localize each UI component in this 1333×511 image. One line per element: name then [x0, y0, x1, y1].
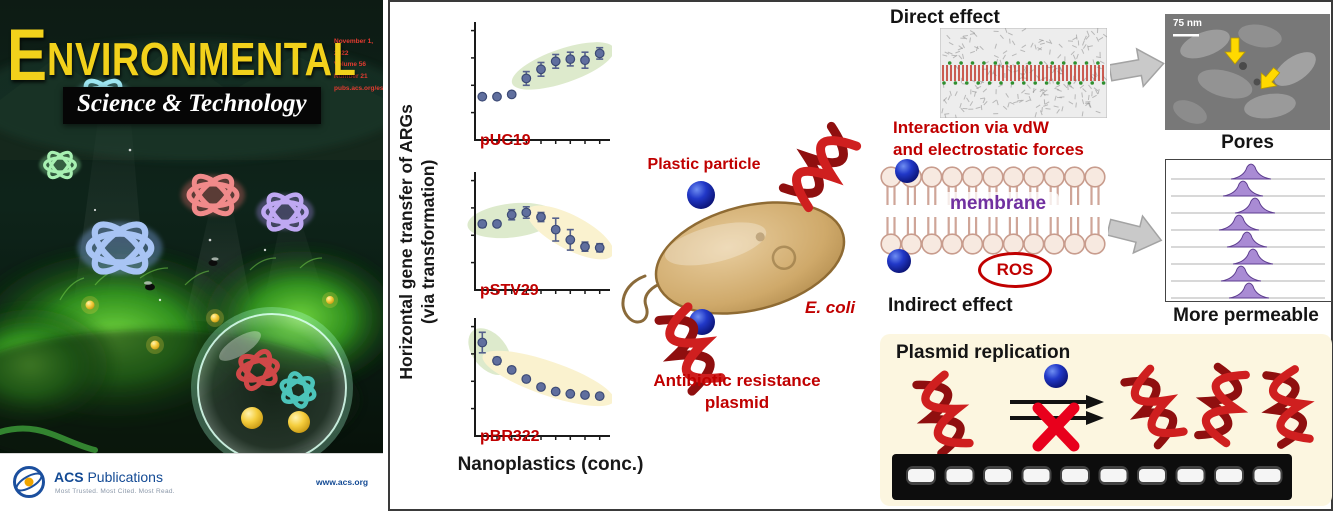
teal-plasmid — [279, 371, 317, 409]
plasmid-jellyfish-green — [39, 150, 81, 180]
plasmid-dna-icon — [770, 112, 870, 222]
gold-nanoparticle — [241, 407, 263, 429]
pores-caption: Pores — [1221, 132, 1274, 153]
publisher-name: ACS Publications — [54, 469, 163, 485]
pore — [1253, 78, 1261, 86]
sem-image — [1165, 14, 1330, 130]
direct-effect-title: Direct effect — [890, 7, 1000, 28]
plot-label-pSTV29: pSTV29 — [480, 282, 539, 299]
ros-label: ROS — [996, 260, 1034, 279]
journal-title-rest: NVIRONMENTAL — [47, 34, 357, 87]
plasmid-jellyfish-red — [181, 173, 245, 217]
gold-nanoparticle — [288, 411, 310, 433]
red-plasmid — [236, 348, 280, 392]
blocked-replication-graphic — [1010, 364, 1104, 452]
graphical-abstract-panel: Horizontal gene transfer of ARGs (via tr… — [388, 0, 1333, 511]
plasmid-jellyfish-purple — [256, 192, 314, 232]
publisher-word: Publications — [87, 469, 163, 485]
scatter-plot-canvas — [471, 22, 615, 144]
scatter-plot-pBR322: pBR322 — [447, 314, 615, 452]
flagellum — [621, 274, 667, 324]
scatter-plot-canvas — [467, 172, 614, 294]
plot-label-pBR322: pBR322 — [480, 428, 540, 445]
journal-title-initial: E — [7, 14, 48, 96]
arrow-right-icon — [1108, 214, 1163, 255]
scatter-plot-canvas — [468, 318, 615, 440]
plasmid-caption-line2: plasmid — [704, 393, 770, 413]
acs-website-link: www.acs.org — [316, 477, 369, 487]
nanoplastic-particle — [895, 159, 919, 183]
red-x-icon — [1032, 402, 1080, 452]
ecoli-label: E. coli — [805, 298, 856, 317]
sparkles — [93, 148, 267, 302]
journal-cover: November 1, 2022 Volume 56 Number 21 pub… — [0, 0, 383, 511]
cover-artwork — [0, 0, 383, 453]
scatter-plot-pUC19: pUC19 — [447, 18, 615, 156]
issue-url: pubs.acs.org/est — [334, 84, 383, 92]
plasmid-jellyfish-blue — [77, 221, 163, 275]
plasmid-caption: Antibiotic resistance plasmid — [628, 370, 846, 414]
y-axis-label: Horizontal gene transfer of ARGs (via tr… — [396, 16, 440, 468]
y-axis-label-line2: (via transformation) — [418, 159, 438, 325]
y-axis-label-line1: Horizontal gene transfer of ARGs — [396, 104, 417, 380]
publisher-tagline: Most Trusted. Most Cited. Most Read. — [55, 488, 175, 495]
issue-number: Number 21 — [334, 73, 368, 81]
membrane-label: membrane — [937, 192, 1059, 216]
issue-info: November 1, 2022 Volume 56 Number 21 pub… — [334, 36, 383, 94]
plastic-particle-label: Plastic particle — [647, 156, 761, 173]
indirect-effect-title: Indirect effect — [888, 295, 1013, 316]
more-permeable-caption: More permeable — [1173, 305, 1319, 326]
issue-date: November 1, 2022 — [334, 38, 374, 57]
insect-silhouettes — [144, 257, 219, 291]
bubble-inset — [191, 307, 353, 453]
scale-bar — [1173, 34, 1199, 37]
cover-footer: ACS Publications Most Trusted. Most Cite… — [0, 453, 383, 511]
nanoplastic-particle — [1044, 364, 1068, 388]
histogram-stack — [1165, 159, 1332, 302]
md-simulation-image — [940, 28, 1107, 118]
scatter-plot-pSTV29: pSTV29 — [447, 168, 614, 306]
nanoplastic-particle — [887, 249, 911, 273]
interaction-caption: Interaction via vdW and electrostatic fo… — [893, 117, 1113, 161]
plot-label-pUC19: pUC19 — [480, 132, 531, 149]
x-axis-label: Nanoplastics (conc.) — [457, 454, 644, 475]
sem-scale-text: 75 nm — [1173, 18, 1202, 29]
nanoplastic-particle — [687, 181, 715, 209]
acs-logo-icon — [13, 466, 45, 498]
plasmid-dna-icon — [1116, 360, 1192, 454]
yellow-arrow-icon — [1224, 37, 1281, 90]
publisher-abbr: ACS — [54, 469, 84, 485]
green-tendril — [0, 425, 98, 453]
plasmid-dna-icon — [1250, 360, 1326, 454]
plasmid-replication-title: Plasmid replication — [896, 342, 1071, 363]
pore — [1239, 62, 1247, 70]
ros-badge: ROS — [978, 252, 1052, 288]
plasmid-dna-icon — [902, 368, 984, 460]
gel-electrophoresis-image — [892, 454, 1292, 500]
journal-subtitle: Science & Technology — [63, 87, 321, 124]
glow-dots — [81, 292, 338, 354]
membrane-graphic — [880, 166, 1106, 255]
interaction-line2: and electrostatic forces — [893, 140, 1084, 160]
issue-volume: Volume 56 — [334, 61, 367, 69]
plasmid-caption-line1: Antibiotic resistance — [653, 371, 821, 390]
arrow-right-icon — [1110, 47, 1165, 89]
plasmid-dna-icon — [1184, 358, 1260, 452]
ecoli-cell-graphic — [621, 181, 846, 324]
interaction-line1: Interaction via vdW — [893, 118, 1049, 137]
